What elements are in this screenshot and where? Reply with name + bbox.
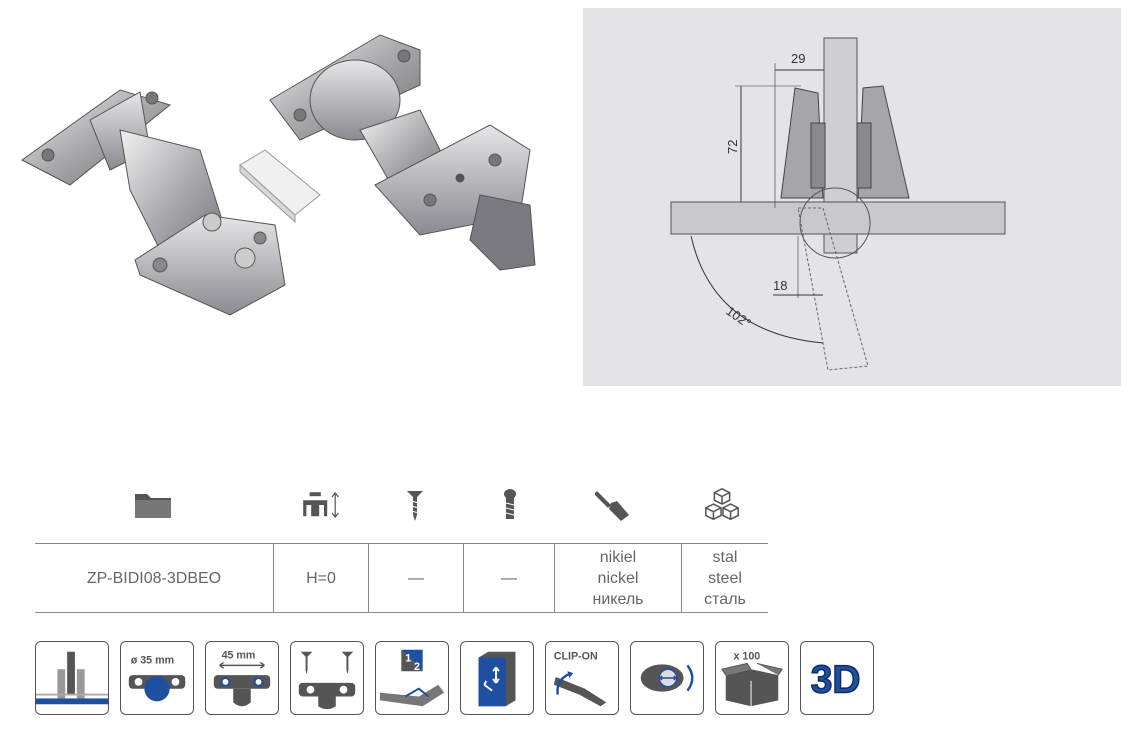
- table-row: ZP-BIDI08-3DBEO H=0 — — nikiel nickel ни…: [35, 543, 768, 613]
- technical-drawing: 29 72 18 102°: [583, 8, 1121, 386]
- hinge-left: [21, 89, 286, 316]
- wood-screw-icon: [395, 483, 435, 527]
- product-code: ZP-BIDI08-3DBEO: [86, 569, 222, 587]
- material-ru: сталь: [704, 590, 746, 608]
- 3d-badge-label: 3D: [811, 659, 861, 702]
- cup-35mm-icon: ø 35 mm: [120, 641, 194, 715]
- paint-brush-icon: [595, 483, 635, 527]
- clip-on-icon: CLIP-ON: [545, 641, 619, 715]
- angle-label: 102°: [723, 303, 754, 331]
- screw2-value: —: [463, 543, 555, 613]
- finish-en: nickel: [597, 569, 639, 587]
- svg-text:2: 2: [414, 661, 420, 673]
- box-qty-label: x 100: [734, 651, 761, 663]
- product-photo: [0, 0, 575, 330]
- hinge-right: [269, 34, 536, 271]
- 3d-badge-icon: 3D: [800, 641, 874, 715]
- soft-close-icon: [630, 641, 704, 715]
- finish-pl: nikiel: [599, 548, 637, 566]
- height-value: H=0: [273, 543, 369, 613]
- screw1-value: —: [368, 543, 464, 613]
- cover-cap: [239, 149, 321, 224]
- plate-45mm-icon: 45 mm: [205, 641, 279, 715]
- 3d-adjust-icon: [460, 641, 534, 715]
- plate-size-label: 45 mm: [222, 650, 256, 662]
- material-value: stal steel сталь: [681, 543, 768, 613]
- spec-table: ZP-BIDI08-3DBEO H=0 — — nikiel nickel ни…: [35, 543, 768, 613]
- material-en: steel: [708, 569, 742, 587]
- clip-on-label: CLIP-ON: [554, 651, 598, 663]
- material-cubes-icon: [702, 483, 742, 527]
- finish-value: nikiel nickel никель: [554, 543, 682, 613]
- material-pl: stal: [712, 548, 738, 566]
- height-adjust-icon: [300, 483, 340, 527]
- svg-text:1: 1: [405, 652, 411, 664]
- folder-icon: [133, 483, 173, 527]
- full-overlay-icon: [35, 641, 109, 715]
- dim-bottom-label: 18: [773, 278, 787, 293]
- box-100-icon: x 100: [715, 641, 789, 715]
- finish-ru: никель: [592, 590, 644, 608]
- dim-top-label: 29: [791, 51, 805, 66]
- dim-height-label: 72: [725, 140, 740, 154]
- cup-size-label: ø 35 mm: [131, 654, 174, 666]
- euro-screw-icon: [490, 483, 530, 527]
- screw-plate-icon: [290, 641, 364, 715]
